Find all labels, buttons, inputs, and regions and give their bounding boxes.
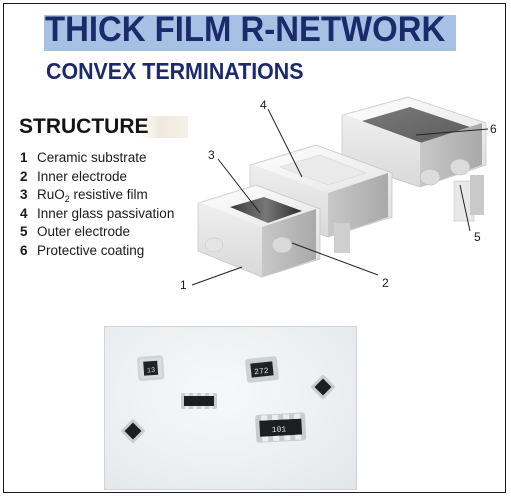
chip-image: 272: [245, 356, 279, 383]
callout-2: 2: [382, 276, 389, 290]
chips-photo: 13 272: [104, 326, 357, 490]
chip-image: 101: [255, 412, 307, 443]
page-subtitle: CONVEX TERMINATIONS: [46, 58, 304, 84]
callout-4: 4: [260, 98, 267, 112]
callout-1: 1: [180, 278, 187, 292]
title-highlight: [44, 15, 456, 51]
structure-diagram: 1 2 3 4 5 6: [180, 96, 497, 292]
callout-lines: [191, 108, 489, 286]
svg-text:101: 101: [272, 425, 287, 435]
chip-image: [121, 419, 145, 443]
page-title: THICK FILM R-NETWORK: [45, 10, 446, 49]
heading-shade: [140, 116, 188, 138]
callout-5: 5: [474, 230, 481, 244]
svg-text:272: 272: [254, 367, 269, 377]
chip-image: [311, 375, 335, 399]
callout-6: 6: [490, 122, 497, 136]
chip-image: 13: [137, 355, 165, 381]
callout-3: 3: [208, 148, 215, 162]
ceramic-substrate-layer: [197, 184, 321, 278]
chip-image: [181, 393, 217, 409]
structure-heading: STRUCTURE: [19, 115, 149, 138]
svg-text:13: 13: [147, 367, 156, 376]
